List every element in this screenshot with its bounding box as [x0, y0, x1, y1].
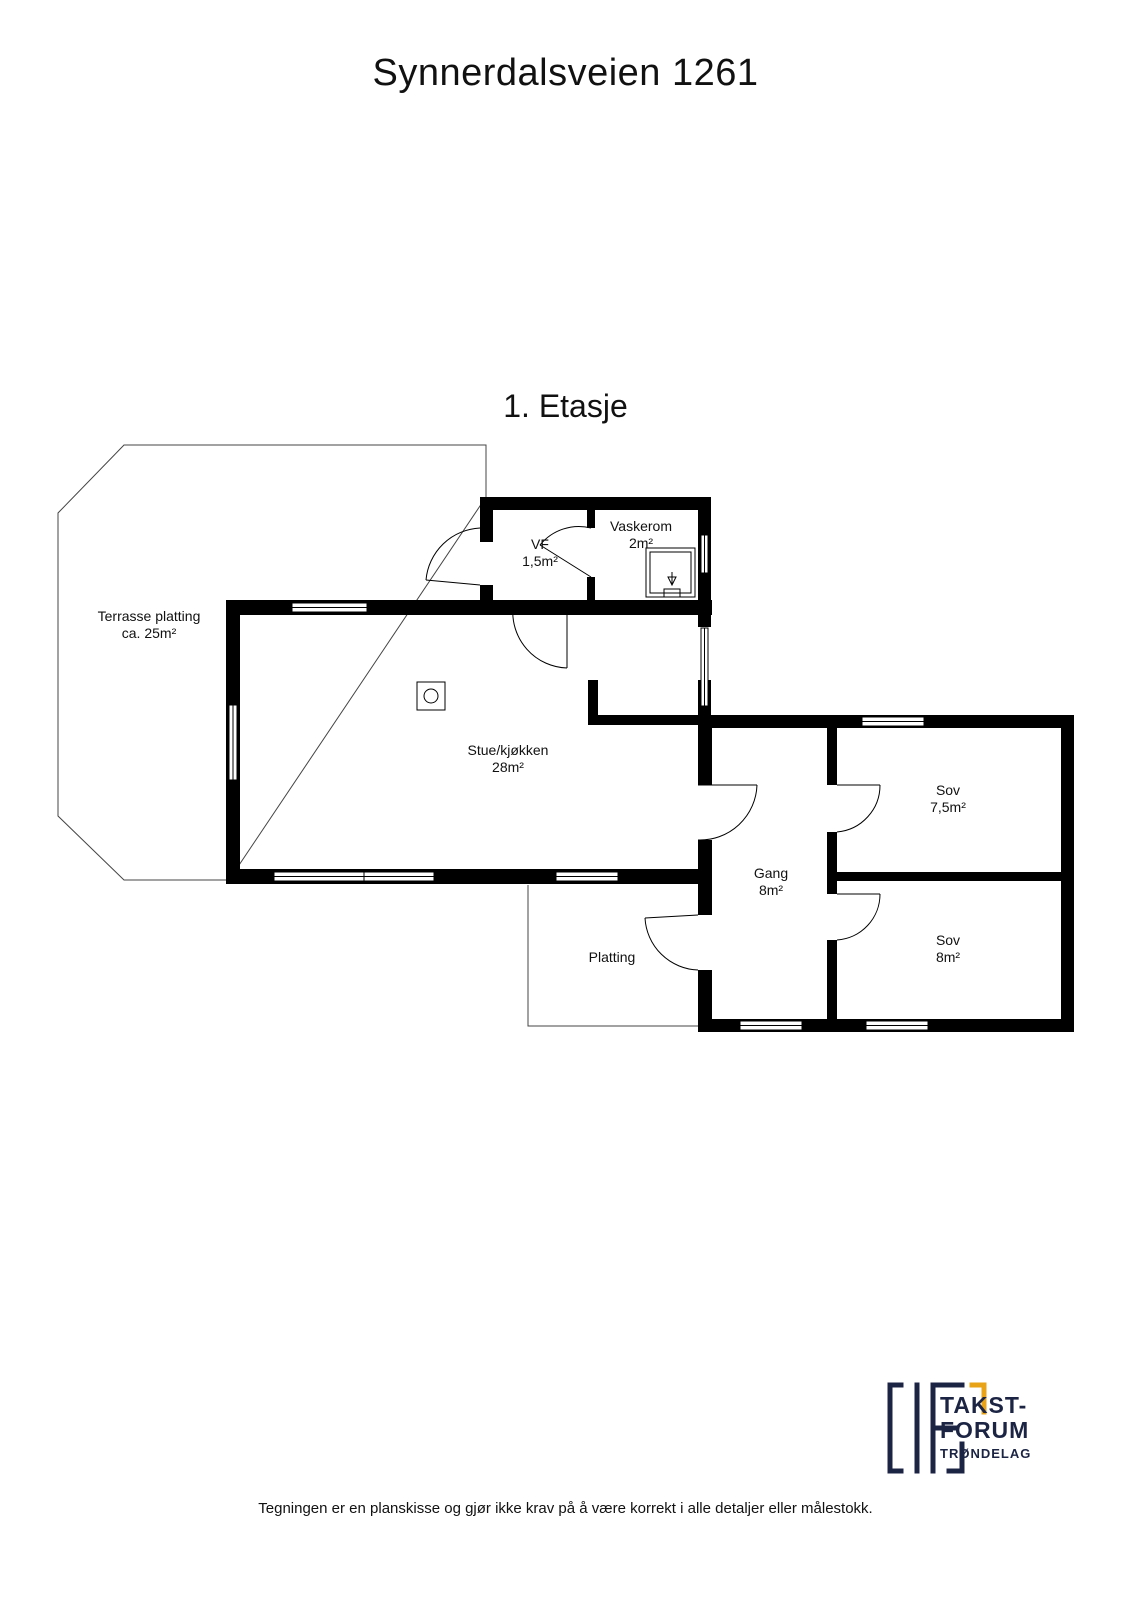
logo-line-3: TRØNDELAG — [940, 1446, 1032, 1461]
svg-text:1,5m²: 1,5m² — [522, 553, 558, 569]
room-label-gang: Gang 8m² — [754, 865, 788, 898]
svg-text:Platting: Platting — [589, 949, 636, 965]
door-swings — [425, 526, 881, 971]
room-label-platting: Platting — [589, 949, 636, 965]
svg-text:7,5m²: 7,5m² — [930, 799, 966, 815]
svg-text:Sov: Sov — [936, 932, 960, 948]
disclaimer-text: Tegningen er en planskisse og gjør ikke … — [258, 1500, 873, 1517]
logo-line-2: FORUM — [940, 1417, 1030, 1443]
svg-text:Terrasse platting: Terrasse platting — [98, 608, 201, 624]
room-label-sov2: Sov 8m² — [936, 932, 960, 965]
floor-label: 1. Etasje — [503, 388, 628, 424]
washing-machine-icon — [645, 547, 696, 598]
room-label-vaskerom: Vaskerom 2m² — [610, 518, 672, 551]
stove-icon — [416, 681, 446, 711]
room-label-vf: VF 1,5m² — [522, 536, 558, 569]
takst-forum-logo-icon — [887, 1382, 987, 1474]
svg-text:2m²: 2m² — [629, 535, 653, 551]
room-label-sov1: Sov 7,5m² — [930, 782, 966, 815]
svg-text:VF: VF — [531, 536, 549, 552]
room-label-stue: Stue/kjøkken 28m² — [468, 742, 549, 775]
svg-text:8m²: 8m² — [759, 882, 783, 898]
platting-outline — [527, 885, 700, 1027]
svg-text:ca. 25m²: ca. 25m² — [122, 625, 177, 641]
svg-text:Vaskerom: Vaskerom — [610, 518, 672, 534]
svg-text:8m²: 8m² — [936, 949, 960, 965]
page-title: Synnerdalsveien 1261 — [372, 52, 759, 94]
svg-text:Sov: Sov — [936, 782, 960, 798]
svg-text:28m²: 28m² — [492, 759, 524, 775]
logo-line-1: TAKST- — [940, 1392, 1028, 1418]
terrace-outline — [57, 444, 487, 881]
svg-text:Stue/kjøkken: Stue/kjøkken — [468, 742, 549, 758]
windows — [228, 534, 929, 1031]
room-label-terrasse: Terrasse platting ca. 25m² — [98, 608, 201, 641]
logo-wordmark: TAKST- FORUM TRØNDELAG — [940, 1392, 1032, 1461]
svg-text:Gang: Gang — [754, 865, 788, 881]
